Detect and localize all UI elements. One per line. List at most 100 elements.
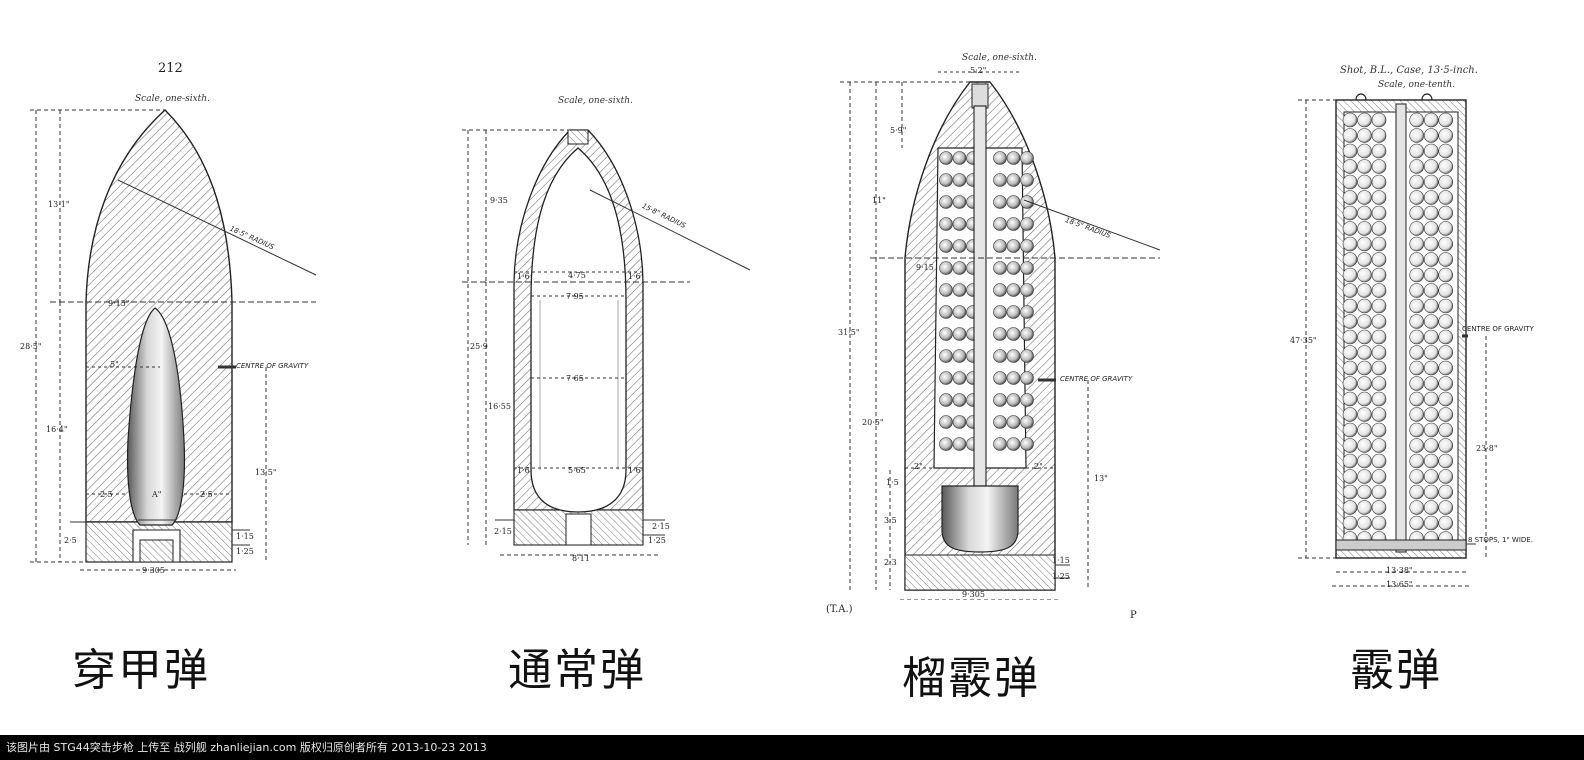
shot-ball	[1342, 143, 1358, 159]
shot-ball	[1020, 327, 1034, 341]
shot-ball	[939, 217, 953, 231]
dim-shoulder-width: 9·15"	[108, 299, 130, 308]
shot-ball	[1423, 469, 1439, 484]
shot-ball	[1371, 376, 1387, 391]
shot-ball	[1371, 190, 1387, 205]
shot-ball	[1342, 515, 1358, 531]
corner-mark-left: (T.A.)	[826, 604, 853, 615]
shot-ball	[1006, 393, 1021, 407]
shot-ball	[1423, 112, 1439, 128]
shot-ball	[1423, 283, 1439, 298]
shot-ball	[1357, 159, 1372, 174]
shot-ball	[1438, 267, 1453, 283]
shot-ball	[1006, 217, 1021, 231]
dim-width-1: 4·75	[568, 271, 586, 280]
shot-ball	[1409, 314, 1424, 329]
shot-ball	[1423, 407, 1439, 422]
shot-ball	[1438, 236, 1453, 252]
shot-ball	[1357, 128, 1372, 143]
diagram-panel-shrapnel: Scale, one-sixth. 5·2" 5·9" 11" 31·5" 20…	[780, 0, 1200, 735]
shot-ball	[1438, 484, 1453, 500]
shot-ball	[1020, 393, 1034, 407]
shot-ball	[952, 195, 967, 209]
shot-ball	[1006, 151, 1021, 165]
caption-armour-piercing: 穿甲弹	[72, 645, 210, 696]
dim-top-width: 5·2"	[970, 66, 987, 75]
shot-ball	[1371, 469, 1387, 484]
shot-ball	[1438, 252, 1453, 267]
shot-ball	[1438, 391, 1453, 407]
dim-base-height: 2·5	[64, 536, 77, 545]
shot-ball	[1371, 360, 1387, 376]
dim-wall-top-left: 1·6	[517, 272, 530, 281]
shot-ball	[1371, 314, 1387, 329]
shot-ball	[952, 217, 967, 231]
shot-ball	[1409, 283, 1424, 298]
shrapnel-balls	[939, 151, 1034, 451]
diagram-panel-case-shot: Shot, B.L., Case, 13·5-inch. Scale, one-…	[1200, 0, 1584, 735]
shot-ball	[1006, 283, 1021, 297]
dim-base-a: 1·15	[236, 532, 254, 541]
dim-width-3: 7·65	[566, 374, 584, 383]
shot-ball	[1342, 484, 1358, 500]
dim-width-inner: 13·38"	[1386, 566, 1413, 575]
common-shell-drawing	[462, 129, 751, 556]
shot-ball	[1371, 283, 1387, 298]
shot-ball	[1020, 305, 1034, 319]
shot-ball	[1423, 221, 1439, 236]
shot-ball	[1438, 438, 1453, 453]
shot-ball	[1357, 500, 1372, 515]
shot-ball	[1342, 190, 1358, 205]
shot-ball	[939, 151, 953, 165]
shot-ball	[1409, 500, 1424, 515]
shot-ball	[939, 437, 953, 451]
shot-ball	[1438, 345, 1453, 360]
centre-of-gravity-label: CENTRE OF GRAVITY	[1462, 325, 1534, 333]
shot-ball	[1357, 453, 1372, 469]
shot-ball	[952, 239, 967, 253]
shot-ball	[1020, 349, 1034, 363]
dim-width: 9·15	[916, 263, 934, 272]
dim-width-2: 7·95	[566, 292, 584, 301]
shot-ball	[1020, 173, 1034, 187]
shot-ball	[939, 415, 953, 429]
shot-ball	[1423, 515, 1439, 531]
shot-ball	[1342, 174, 1358, 190]
shot-ball	[1371, 205, 1387, 221]
dim-cg-height: 13"	[1094, 474, 1108, 483]
shot-ball	[1357, 174, 1372, 190]
shot-ball	[1342, 391, 1358, 407]
shot-ball	[1006, 261, 1021, 275]
dim-wall-bottom-right: 1·6	[628, 466, 641, 475]
shot-ball	[1371, 236, 1387, 252]
dim-overall: 31·5"	[838, 328, 860, 337]
shot-ball	[1371, 391, 1387, 407]
shot-ball	[1438, 314, 1453, 329]
shot-ball	[1423, 484, 1439, 500]
shot-ball	[1357, 438, 1372, 453]
shot-ball	[1438, 190, 1453, 205]
shot-ball	[1409, 345, 1424, 360]
shot-ball	[1006, 349, 1021, 363]
shot-ball	[1357, 314, 1372, 329]
dim-base-right-1: 2·15	[652, 522, 670, 531]
scale-label: Scale, one-sixth.	[135, 94, 210, 104]
shot-ball	[952, 415, 967, 429]
dim-head: 5·9"	[890, 126, 907, 135]
shot-ball	[1342, 469, 1358, 484]
shot-ball	[1342, 438, 1358, 453]
shot-ball	[1409, 469, 1424, 484]
dim-base-width: 9·305	[962, 590, 985, 599]
shot-ball	[1423, 500, 1439, 515]
shot-ball	[1020, 239, 1034, 253]
dim-wall-left: 2·5	[100, 490, 113, 499]
caption-case-shot: 霰弹	[1350, 645, 1442, 696]
shot-ball	[1438, 422, 1453, 438]
shot-ball	[1409, 453, 1424, 469]
shot-ball	[993, 173, 1007, 187]
stops-label: 8 STOPS, 1" WIDE.	[1468, 536, 1533, 544]
shot-ball	[1423, 360, 1439, 376]
shot-ball	[1006, 173, 1021, 187]
shot-ball	[1409, 438, 1424, 453]
shot-ball	[993, 261, 1007, 275]
